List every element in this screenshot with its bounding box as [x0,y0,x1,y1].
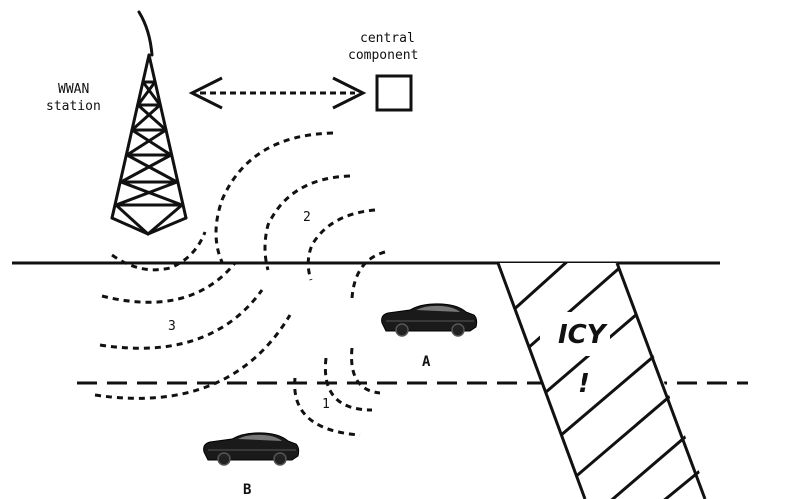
tower-label-line1: WWAN [58,82,89,97]
wave-label-2: 2 [303,210,311,225]
car-icon [204,433,299,465]
tower-label-line2: station [46,99,101,114]
car-icon [382,304,477,336]
signal-waves-2 [216,133,385,298]
wave-label-1: 1 [322,397,330,412]
icy-label: ICY [558,320,609,350]
signal-waves-3 [95,232,290,398]
car-b-label: B [243,482,251,498]
radio-tower-icon [112,12,186,234]
icy-exclamation: ! [578,369,590,399]
double-arrow-icon [192,78,363,108]
central-label-line2: component [348,48,418,63]
icy-patch: ICY ! [480,250,750,499]
car-a-label: A [422,354,431,370]
wave-label-3: 3 [168,319,176,334]
signal-waves-1 [295,348,380,435]
central-component-box [377,76,411,110]
central-label-line1: central [360,31,415,46]
